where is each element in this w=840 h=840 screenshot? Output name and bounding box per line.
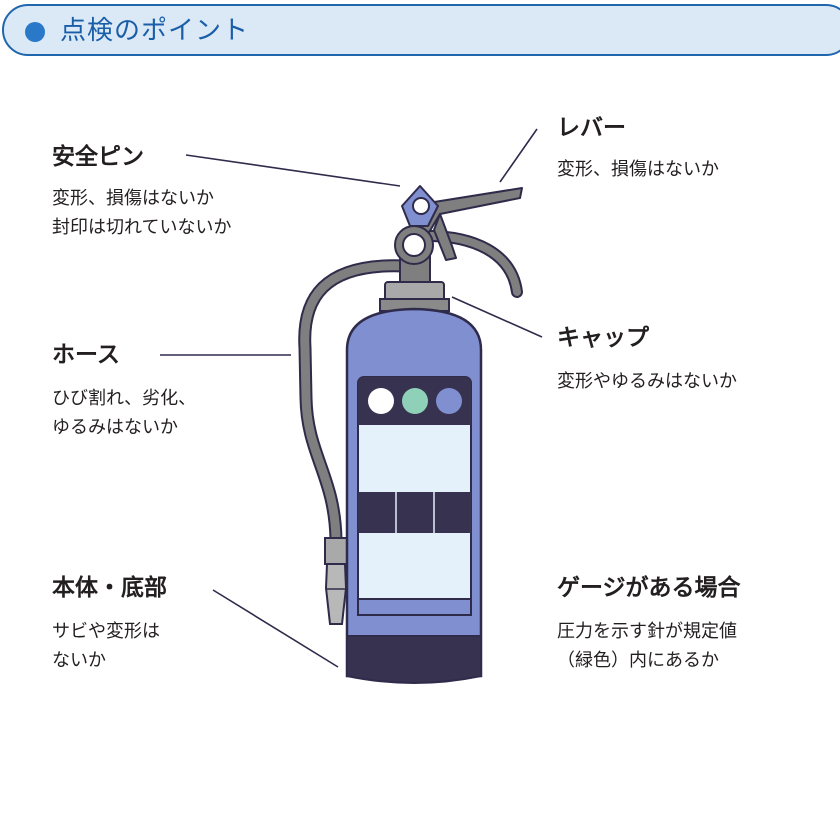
section-header: 点検のポイント bbox=[2, 4, 840, 56]
lever-description: 変形、損傷はないか bbox=[557, 159, 719, 180]
body-label: 本体・底部 bbox=[52, 575, 167, 601]
gauge-dot-blue bbox=[436, 388, 462, 414]
gauge-dot-green bbox=[402, 388, 428, 414]
hose-description: ひび割れ、劣化、 ゆるみはないか bbox=[52, 388, 197, 438]
hose-nozzle bbox=[324, 563, 348, 625]
hose-coupling bbox=[324, 537, 348, 565]
hose-label: ホース bbox=[52, 342, 120, 368]
extinguisher-base bbox=[346, 635, 482, 684]
lever-label: レバー bbox=[557, 115, 626, 141]
body-leader-line bbox=[212, 589, 339, 668]
gauge-dot-white bbox=[368, 388, 394, 414]
gauge-label: ゲージがある場合 bbox=[557, 575, 741, 601]
cap-leader-line bbox=[451, 296, 543, 338]
header-title: 点検のポイント bbox=[60, 16, 250, 46]
pin-description: 変形、損傷はないか 封印は切れていないか bbox=[52, 188, 232, 238]
label-middle-band bbox=[358, 492, 471, 533]
lever-leader-line bbox=[499, 128, 538, 183]
lever-grip bbox=[433, 213, 457, 261]
gauge-description: 圧力を示す針が規定値 （緑色）内にあるか bbox=[557, 621, 737, 671]
bullet-dot-icon bbox=[25, 22, 45, 42]
cap-description: 変形やゆるみはないか bbox=[557, 371, 737, 392]
pin-label: 安全ピン bbox=[52, 144, 144, 170]
pin-leader-line bbox=[185, 154, 401, 187]
cap-label: キャップ bbox=[557, 325, 649, 351]
body-description: サビや変形は ないか bbox=[52, 621, 160, 671]
